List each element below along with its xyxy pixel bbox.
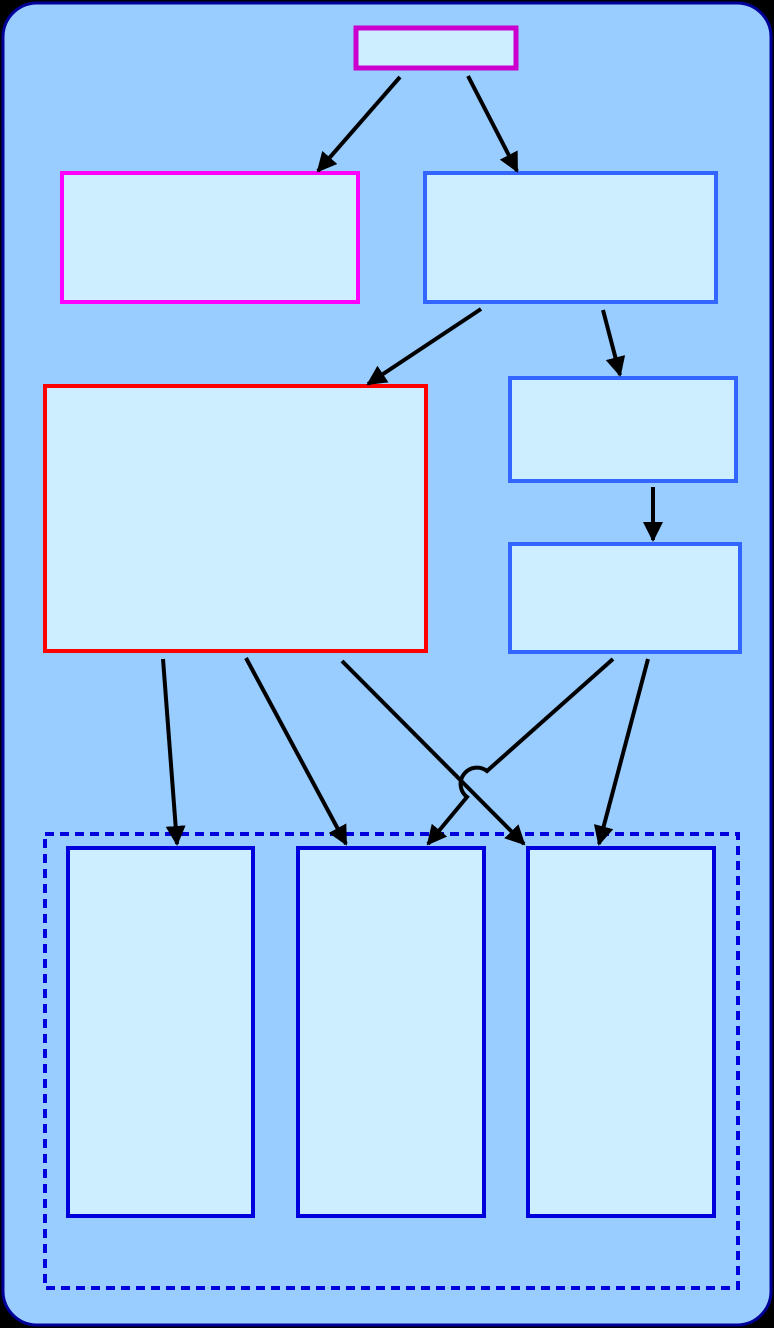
edge-right-child-to-red-block [366,307,483,386]
node-root[interactable] [353,25,519,71]
node-output-3[interactable] [526,846,716,1218]
node-right-child-box[interactable] [423,171,718,304]
output-group [43,832,740,1290]
edge-red-block-to-output-2 [244,657,348,846]
node-left-child[interactable] [60,171,360,304]
edge-root-to-left-child [316,75,402,173]
node-right-child[interactable] [423,171,718,304]
edge-red-block-to-output-1 [161,658,186,846]
node-red-block-box[interactable] [43,384,428,653]
edges [161,75,663,846]
node-red-block[interactable] [43,384,428,653]
edge-red-block-to-output-3 [340,659,526,846]
node-right-step-1[interactable] [508,376,738,483]
node-output-2-box[interactable] [296,846,486,1218]
node-output-1[interactable] [66,846,255,1218]
node-left-child-box[interactable] [60,171,360,304]
node-right-step-2[interactable] [508,542,742,654]
node-output-2[interactable] [296,846,486,1218]
edge-right-child-to-right-step-1 [601,309,626,377]
node-output-3-box[interactable] [526,846,716,1218]
node-right-step-2-box[interactable] [508,542,742,654]
node-root-box[interactable] [353,25,519,71]
output-group-border [43,832,740,1290]
node-right-step-1-box[interactable] [508,376,738,483]
node-output-1-box[interactable] [66,846,255,1218]
edge-right-step-2-to-output-3 [593,658,650,846]
edge-root-to-right-child [466,75,519,173]
edge-right-step-2-to-output-2 [426,657,615,846]
